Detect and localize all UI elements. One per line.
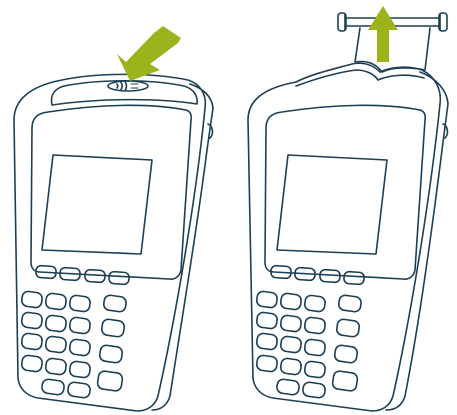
keypad-left	[21, 291, 127, 399]
printer-cover-open	[355, 28, 430, 72]
display-screen-right	[277, 155, 387, 254]
terminal-left	[14, 74, 213, 411]
insert-card-arrow-icon	[117, 26, 181, 81]
lift-paper-roll-arrow-icon	[368, 6, 398, 62]
nfc-reader-icon	[108, 81, 148, 91]
keypad-right	[256, 291, 362, 399]
cover-recess	[296, 70, 424, 86]
terminal-right	[248, 13, 448, 411]
terminal-left-top	[52, 81, 198, 105]
display-screen-left	[42, 155, 152, 254]
